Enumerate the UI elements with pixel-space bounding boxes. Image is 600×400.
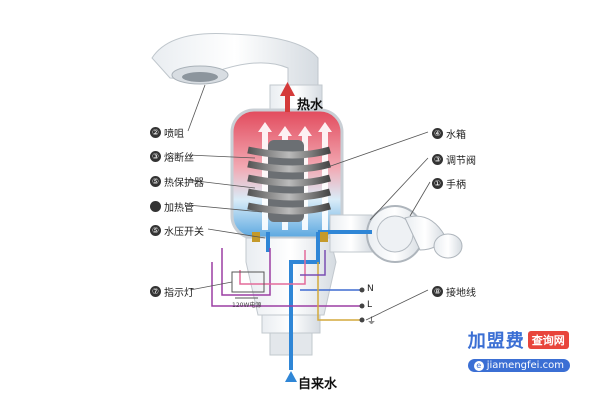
label-handle: ① 手柄 [432,176,466,191]
watermark-brand: 加盟费 [467,330,525,352]
leader-lines [187,84,431,321]
label-ground-wire: ⑧ 接地线 [432,284,476,299]
label-thermal-protector: ⑤ 热保护器 [150,174,204,189]
badge-regulating-valve: ③ [432,154,443,165]
badge-fuse: ③ [150,151,161,162]
terminal-l: L [367,300,373,310]
label-heating-tube-text: 加热管 [164,203,194,214]
watermark: 加盟费 查询网 e jiamengfei.com [467,327,570,372]
watermark-tag: 查询网 [527,330,569,349]
terminal-n: N [367,284,374,294]
hot-water-arrow [280,82,295,112]
label-indicator-text: 指示灯 [164,288,194,299]
spout [151,33,319,93]
terminal-ground: ⏚ [367,317,377,327]
label-nozzle-text: 喷咀 [164,129,184,140]
label-regulating-valve: ③ 调节阀 [432,152,476,167]
component-1 [252,232,260,242]
label-water-tank: ④ 水箱 [432,126,466,141]
badge-nozzle: ② [150,127,161,138]
badge-heating-tube [150,201,161,212]
label-fuse: ③ 熔断丝 [150,149,194,164]
label-heating-tube: 加热管 [150,199,194,214]
label-indicator: ⑦ 指示灯 [150,284,194,299]
badge-thermal-protector: ⑤ [150,176,161,187]
watermark-url-badge: e jiamengfei.com [467,359,570,372]
watermark-url-icon: e [473,360,484,371]
label-ground-wire-text: 接地线 [446,288,476,299]
label-pressure-switch-text: 水压开关 [164,227,204,238]
tap-water-label: 自来水 [298,377,338,392]
hot-water-label: 热水 [297,98,324,113]
terminals [359,287,365,323]
heating-coil [247,140,331,222]
badge-handle: ① [432,178,443,189]
component-2 [320,232,328,242]
badge-pressure-switch: ⑤ [150,225,161,236]
label-thermal-protector-text: 热保护器 [164,178,204,189]
watermark-top: 加盟费 查询网 [468,327,570,353]
small-caption: 120W电源 [232,302,262,309]
badge-ground-wire: ⑧ [432,286,443,297]
badge-water-tank: ④ [432,128,443,139]
label-water-tank-text: 水箱 [446,130,466,141]
badge-indicator: ⑦ [150,286,161,297]
label-pressure-switch: ⑤ 水压开关 [150,223,204,238]
neck [269,84,323,111]
handle [404,215,463,259]
label-regulating-valve-text: 调节阀 [446,156,476,167]
label-handle-text: 手柄 [446,180,466,191]
label-fuse-text: 熔断丝 [164,153,194,164]
watermark-url: jiamengfei.com [486,360,564,371]
tap-water-arrow [285,371,297,382]
wiring [211,248,360,321]
label-nozzle: ② 喷咀 [150,125,184,140]
